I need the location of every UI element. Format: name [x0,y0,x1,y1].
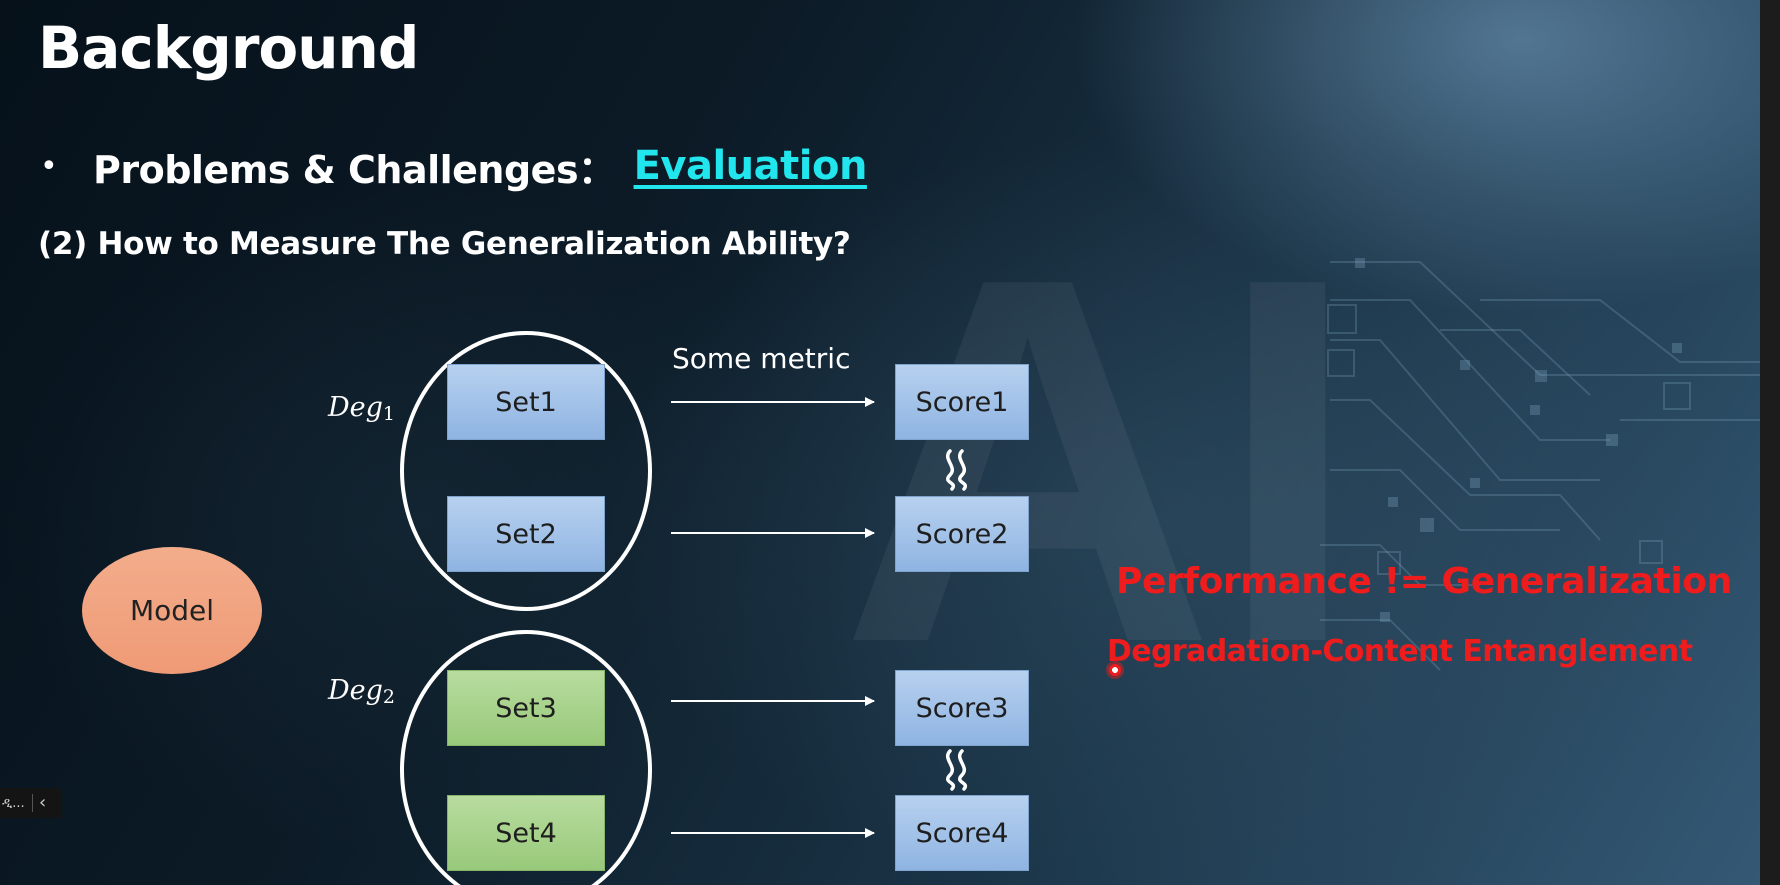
score3-label: Score3 [915,692,1009,724]
slide-title: Background [38,14,419,82]
presenter-mini-toolbar: ዲ... ‹ [0,788,62,818]
toolbar-divider [32,794,33,812]
metric-label: Some metric [672,342,851,375]
slide-subtitle: (2) How to Measure The Generalization Ab… [38,226,851,262]
set1-box: Set1 [447,364,605,440]
set3-box: Set3 [447,670,605,746]
set4-label: Set4 [495,817,557,849]
set4-box: Set4 [447,795,605,871]
deg1-subscript: 1 [382,403,396,425]
approx-icon-2 [946,749,968,791]
toolbar-label[interactable]: ዲ... [2,795,25,811]
entanglement-note: Degradation-Content Entanglement [1107,634,1693,669]
set2-box: Set2 [447,496,605,572]
laser-pointer-icon [1106,661,1124,679]
score3-box: Score3 [895,670,1029,746]
set3-label: Set3 [495,692,557,724]
model-label: Model [129,594,215,627]
deg1-label: Deg1 [328,392,395,425]
deg1-base: Deg [328,392,383,423]
approx-icon-1 [946,449,968,491]
bullet-line: • Problems & Challenges： Evaluation [40,140,867,192]
score2-box: Score2 [895,496,1029,572]
score4-box: Score4 [895,795,1029,871]
deg2-group-ring [400,630,652,885]
bullet-text: Problems & Challenges： [93,147,616,192]
score2-label: Score2 [915,518,1009,550]
watermark-ai: AI [840,170,1360,751]
circuit-nodes-icon [1355,258,1682,622]
score1-box: Score1 [895,364,1029,440]
bullet-icon: • [40,148,58,184]
deg2-label: Deg2 [328,675,395,708]
deg1-group-ring [400,331,652,611]
score4-label: Score4 [915,817,1009,849]
deg2-subscript: 2 [382,686,396,708]
chevron-left-icon[interactable]: ‹ [39,792,47,813]
set1-label: Set1 [495,386,557,418]
circuit-traces-icon [1320,261,1760,671]
set2-label: Set2 [495,518,557,550]
model-node: Model [82,547,262,674]
window-edge [1760,0,1780,885]
performance-generalization-note: Performance != Generalization [1116,561,1732,602]
score1-label: Score1 [915,386,1009,418]
evaluation-highlight: Evaluation [633,143,868,189]
deg2-base: Deg [328,675,383,706]
